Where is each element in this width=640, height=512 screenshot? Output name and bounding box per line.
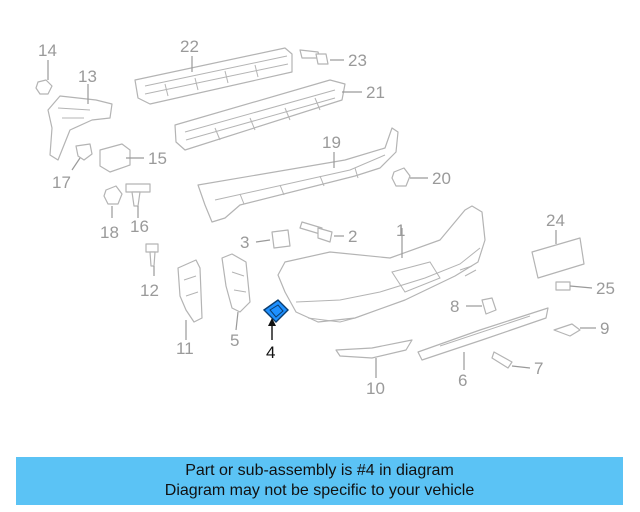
callout-4: 4 xyxy=(266,343,275,362)
part-24-license-plate-bracket[interactable] xyxy=(531,237,585,279)
part-19-carrier-bracket[interactable] xyxy=(197,127,399,223)
callout-10: 10 xyxy=(366,379,385,398)
part-18-nut[interactable] xyxy=(103,185,123,205)
banner-line-2: Diagram may not be specific to your vehi… xyxy=(164,482,475,499)
parts-diagram: 14 13 15 17 18 16 22 23 21 19 20 1 2 3 1… xyxy=(35,37,615,398)
callout-2: 2 xyxy=(348,227,357,246)
callout-1: 1 xyxy=(396,221,405,240)
info-banner: Part or sub-assembly is #4 in diagram Di… xyxy=(16,457,623,505)
callout-14: 14 xyxy=(38,41,57,60)
part-5-guide[interactable] xyxy=(221,253,251,313)
callout-12: 12 xyxy=(140,281,159,300)
part-7-bolt[interactable] xyxy=(491,351,513,369)
leader-lines xyxy=(47,56,596,378)
part-11-bracket[interactable] xyxy=(177,259,203,323)
callout-23: 23 xyxy=(348,51,367,70)
banner-line-1: Part or sub-assembly is #4 in diagram xyxy=(185,462,454,479)
part-3-clip[interactable] xyxy=(271,229,291,249)
callout-13: 13 xyxy=(78,67,97,86)
part-1-bumper-cover[interactable] xyxy=(277,205,486,323)
callout-18: 18 xyxy=(100,223,119,242)
part-8-sensor[interactable] xyxy=(481,297,497,315)
callout-21: 21 xyxy=(366,83,385,102)
part-9-clip[interactable] xyxy=(553,323,581,337)
callout-19: 19 xyxy=(322,133,341,152)
callout-11: 11 xyxy=(176,339,194,358)
part-17-clip[interactable] xyxy=(75,143,93,161)
callout-16: 16 xyxy=(130,217,149,236)
callout-8: 8 xyxy=(450,297,459,316)
callout-17: 17 xyxy=(52,173,71,192)
callout-20: 20 xyxy=(432,169,451,188)
part-4-sensor-holder[interactable] xyxy=(262,299,289,323)
part-23-bolt[interactable] xyxy=(299,49,329,65)
part-10-reflector[interactable] xyxy=(335,339,413,359)
callout-25: 25 xyxy=(596,279,615,298)
part-6-trim[interactable] xyxy=(417,307,549,361)
callout-22: 22 xyxy=(180,37,199,56)
part-20-nut[interactable] xyxy=(391,167,411,187)
part-25-screw[interactable] xyxy=(555,281,571,291)
callout-9: 9 xyxy=(600,319,609,338)
callout-24: 24 xyxy=(546,211,565,230)
part-13-side-bracket[interactable] xyxy=(47,95,113,161)
callout-15: 15 xyxy=(148,149,167,168)
part-14-clip[interactable] xyxy=(35,79,53,95)
part-21-energy-absorber[interactable] xyxy=(174,79,346,151)
part-12-screw[interactable] xyxy=(145,243,159,267)
part-2-bolt[interactable] xyxy=(299,221,333,243)
callout-5: 5 xyxy=(230,331,239,350)
part-16-bolt[interactable] xyxy=(125,183,151,207)
callout-6: 6 xyxy=(458,371,467,390)
part-22-impact-bar[interactable] xyxy=(134,47,293,105)
callout-3: 3 xyxy=(240,233,249,252)
part-15-guide[interactable] xyxy=(99,143,131,173)
callout-7: 7 xyxy=(534,359,543,378)
